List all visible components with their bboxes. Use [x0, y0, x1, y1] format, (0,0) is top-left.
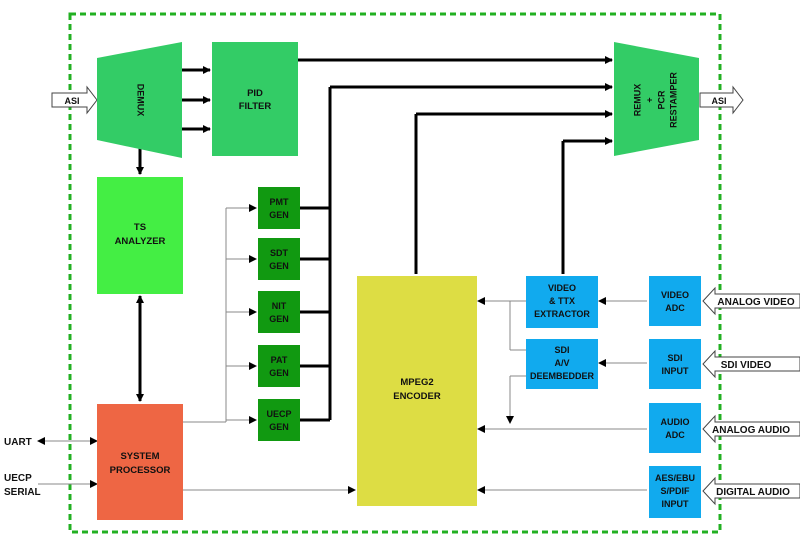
- aes-label-1: AES/EBU: [655, 473, 695, 483]
- video-adc-block: VIDEO ADC: [649, 276, 701, 326]
- asi-out-label: ASI: [711, 96, 726, 106]
- encoder-label-2: ENCODER: [393, 391, 441, 402]
- analog-audio-label: ANALOG AUDIO: [712, 425, 790, 436]
- pat-gen-label-2: GEN: [269, 368, 289, 378]
- audio-adc-label-1: AUDIO: [661, 417, 690, 427]
- digital-audio-label: DIGITAL AUDIO: [716, 487, 790, 498]
- aes-label-2: S/PDIF: [660, 486, 690, 496]
- deemb-label-1: SDI: [554, 345, 569, 355]
- sdi-input-label-2: INPUT: [662, 366, 690, 376]
- thick-connections: [136, 56, 613, 422]
- uecp-serial-label-2: SERIAL: [4, 487, 41, 498]
- nit-gen-label-2: GEN: [269, 314, 289, 324]
- audio-adc-label-2: ADC: [665, 430, 685, 440]
- sdt-gen-label-2: GEN: [269, 261, 289, 271]
- thin-connections: [37, 204, 647, 494]
- demux-block: DEMUX: [97, 42, 182, 158]
- remux-label-1: REMUX: [632, 84, 642, 117]
- encoder-label-1: MPEG2: [400, 377, 433, 388]
- pat-gen-block: PAT GEN: [258, 345, 300, 387]
- nit-gen-label-1: NIT: [272, 301, 287, 311]
- ts-analyzer-label-1: TS: [134, 222, 146, 233]
- uecp-gen-label-2: GEN: [269, 422, 289, 432]
- aes-spdif-input-block: AES/EBU S/PDIF INPUT: [649, 466, 701, 518]
- uecp-serial-label-1: UECP: [4, 473, 32, 484]
- video-ttx-extractor-block: VIDEO & TTX EXTRACTOR: [526, 276, 598, 328]
- pat-gen-label-1: PAT: [271, 355, 288, 365]
- vte-label-1: VIDEO: [548, 283, 576, 293]
- uecp-gen-block: UECP GEN: [258, 399, 300, 441]
- asi-out-arrow: [699, 85, 744, 115]
- sdt-gen-block: SDT GEN: [258, 238, 300, 280]
- video-adc-label-2: ADC: [665, 303, 685, 313]
- system-processor-block: SYSTEM PROCESSOR: [97, 404, 183, 520]
- analog-audio-arrow: [702, 414, 800, 444]
- mpeg2-encoder-block: MPEG2 ENCODER: [357, 276, 477, 506]
- pid-filter-label-2: FILTER: [239, 101, 272, 112]
- deemb-label-3: DEEMBEDDER: [530, 371, 595, 381]
- nit-gen-block: NIT GEN: [258, 291, 300, 333]
- sdi-input-block: SDI INPUT: [649, 339, 701, 389]
- asi-in-arrow: [51, 85, 98, 115]
- analog-video-arrow: [702, 286, 800, 316]
- external-arrows: [51, 85, 800, 506]
- audio-adc-block: AUDIO ADC: [649, 403, 701, 453]
- pmt-gen-block: PMT GEN: [258, 187, 300, 229]
- system-boundary: [68, 12, 722, 534]
- pmt-gen-label-1: PMT: [270, 197, 290, 207]
- digital-audio-arrow: [702, 476, 800, 506]
- asi-in-label: ASI: [64, 96, 79, 106]
- remux-label-3: PCR: [656, 90, 666, 110]
- demux-label: DEMUX: [136, 84, 146, 117]
- ts-analyzer-block: TS ANALYZER: [97, 177, 183, 294]
- vte-label-3: EXTRACTOR: [534, 309, 590, 319]
- sdi-video-arrow: [702, 349, 800, 379]
- system-processor-label-2: PROCESSOR: [110, 465, 171, 476]
- remux-label-4: RESTAMPER: [668, 72, 678, 128]
- pmt-gen-label-2: GEN: [269, 210, 289, 220]
- remux-label-2: +: [644, 97, 654, 102]
- analog-video-label: ANALOG VIDEO: [717, 297, 794, 308]
- sdi-av-deembedder-block: SDI A/V DEEMBEDDER: [526, 339, 598, 389]
- uart-label: UART: [4, 437, 32, 448]
- video-adc-label-1: VIDEO: [661, 290, 689, 300]
- uecp-gen-label-1: UECP: [266, 409, 291, 419]
- pid-filter-block: PID FILTER: [212, 42, 298, 156]
- deemb-label-2: A/V: [554, 358, 569, 368]
- aes-label-3: INPUT: [662, 499, 690, 509]
- remux-block: REMUX + PCR RESTAMPER: [614, 42, 699, 156]
- pid-filter-label-1: PID: [247, 88, 263, 99]
- system-processor-label-1: SYSTEM: [120, 451, 159, 462]
- sdt-gen-label-1: SDT: [270, 248, 289, 258]
- sdi-video-label: SDI VIDEO: [721, 360, 772, 371]
- ts-analyzer-label-2: ANALYZER: [115, 236, 166, 247]
- vte-label-2: & TTX: [549, 296, 575, 306]
- sdi-input-label-1: SDI: [667, 353, 682, 363]
